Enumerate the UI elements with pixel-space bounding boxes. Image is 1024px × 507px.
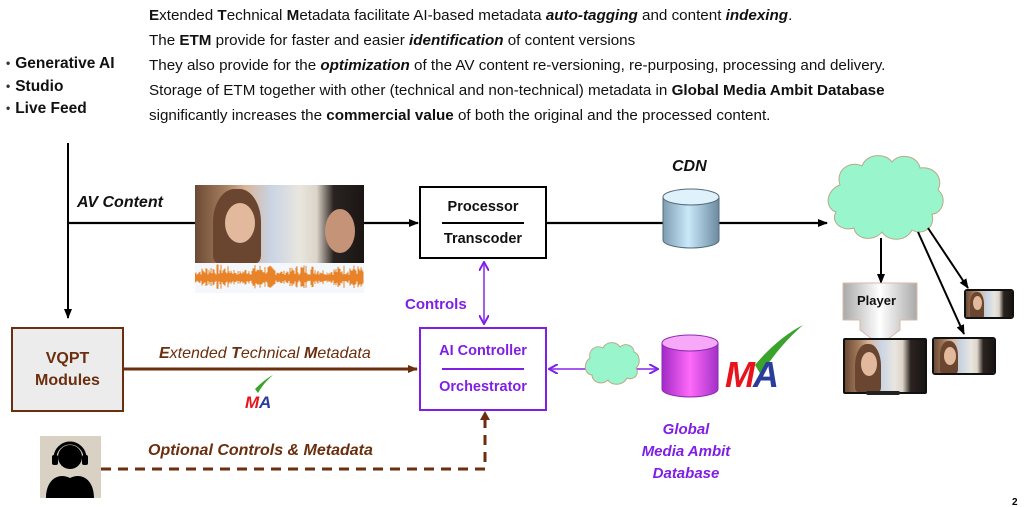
distribution-cloud-icon [827,155,944,240]
svg-text:M: M [245,393,260,412]
source-generative-ai: Generative AI [15,55,115,72]
page-number: 2 [1012,497,1018,507]
intro-text-run: M [286,7,300,24]
intro-text-run: Global Media Ambit Database [671,82,885,99]
etm-label: Extended Technical Metadata [159,345,371,363]
tv-stand [866,391,900,395]
intro-text-run: significantly increases the [149,107,327,124]
tv-screen-thumbnail [843,338,927,394]
processor-transcoder-box[interactable]: Processor Transcoder [419,186,547,259]
intro-text-run: xtended [159,7,218,24]
ai-controller-label: AI Controller [439,343,527,359]
intro-text-run: of the AV content re-versioning, re-purp… [409,57,886,74]
gmad-line-1: Global [662,421,710,438]
controller-divider [442,368,524,370]
source-item: • Generative AI [6,53,115,76]
intro-text-run: indexing [725,7,789,24]
gmad-label: Global Media Ambit Database [632,419,740,485]
player-label: Player [857,293,897,308]
etm-initial-m: M [304,345,318,362]
controls-label: Controls [405,296,467,313]
intro-text-run: identification [409,32,504,49]
intro-text-run: etadata facilitate AI-based metadata [299,7,546,24]
intro-text-run: of content versions [503,32,636,49]
optional-arrowhead [480,411,490,420]
logo-m: M [725,354,756,395]
cdn-label: CDN [672,158,707,175]
av-content-thumbnail [195,185,364,263]
etm-text-echnical: echnical [240,345,304,362]
intro-paragraph: Extended Technical Metadata facilitate A… [149,3,885,128]
intro-text-run: They also provide for the [149,57,321,74]
source-item: • Studio [6,76,115,99]
bullet-icon: • [6,56,11,70]
intro-text-run: commercial value [326,107,454,124]
intro-text-run: of both the original and the processed c… [453,107,771,124]
content-sources-list: • Generative AI • Studio • Live Feed [6,53,115,121]
gmad-line-3: Database [652,465,720,482]
source-item: • Live Feed [6,98,115,121]
etm-initial-t: T [231,345,241,362]
processor-divider [442,221,524,224]
ai-controller-orchestrator-box[interactable]: AI Controller Orchestrator [419,327,547,411]
audio-waveform [195,263,364,293]
modules-label: Modules [35,371,100,389]
intro-text-run: echnical [226,7,287,24]
intro-line: The ETM provide for faster and easier id… [149,28,885,53]
player-block [842,282,918,346]
tablet-thumbnail [932,337,996,375]
intro-text-run: T [217,7,227,24]
source-live-feed: Live Feed [15,100,87,117]
orchestrator-label: Orchestrator [439,379,527,395]
cloud-to-tablet-arrow [917,231,965,335]
intro-text-run: . [788,7,793,24]
etm-text-etadata: etadata [317,345,371,362]
operator-headset-icon [40,436,101,498]
intro-line: significantly increases the commercial v… [149,103,885,128]
vqpt-label: VQPT [45,349,90,367]
intro-text-run: ETM [179,32,212,49]
source-studio: Studio [15,77,64,95]
cloud-to-phone-arrow [927,227,969,289]
phone-thumbnail [964,289,1014,319]
gmad-database-icon [661,334,719,398]
transcoder-label: Transcoder [443,230,523,247]
av-content-label: AV Content [77,194,163,211]
intro-text-run: optimization [320,57,410,74]
intro-line: Extended Technical Metadata facilitate A… [149,3,885,28]
small-cloud-icon [584,342,640,385]
etm-initial-e: E [159,345,170,362]
processor-label: Processor [447,198,519,215]
intro-text-run: and content [637,7,726,24]
svg-text:A: A [258,393,271,412]
logo-a: A [752,354,779,395]
intro-text-run: E [149,7,160,24]
bullet-icon: • [6,101,11,115]
vqpt-modules-box[interactable]: VQPT Modules [11,327,124,412]
bullet-icon: • [6,78,11,93]
intro-line: They also provide for the optimization o… [149,53,885,78]
intro-line: Storage of ETM together with other (tech… [149,78,885,103]
intro-text-run: The [149,32,180,49]
intro-text-run: Storage of ETM together with other (tech… [149,82,672,99]
gmad-line-2: Media Ambit [641,443,731,460]
etm-text-xtended: xtended [169,345,232,362]
optional-controls-dashed-line [101,418,487,471]
intro-text-run: auto-tagging [545,7,638,24]
cdn-database-icon [662,188,720,249]
intro-text-run: provide for faster and easier [211,32,409,49]
ma-logo-large: M A [725,325,803,395]
ma-logo-small: M A [245,375,273,412]
optional-controls-label: Optional Controls & Metadata [148,442,373,459]
